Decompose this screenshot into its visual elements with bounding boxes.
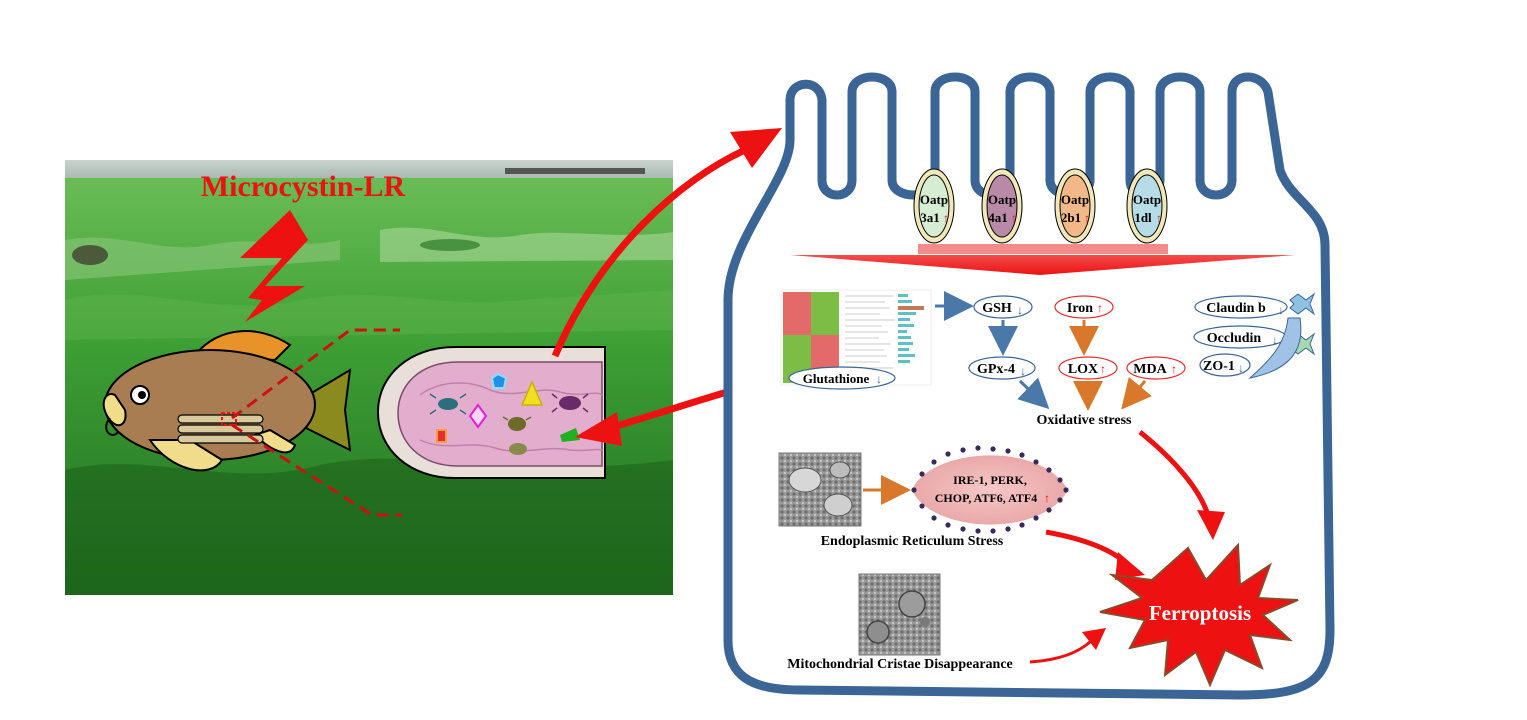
oatp-transporters: Oatp 3a1 ↑ Oatp 4a1 ↑ Oatp 2b1 ↑ Oatp 1d…	[913, 168, 1168, 244]
up-arrow: ↑	[1100, 362, 1106, 376]
gut-microbe	[490, 372, 508, 389]
fish-mouth	[102, 393, 127, 427]
flow-arrow	[1017, 377, 1050, 410]
er-tem-micrograph	[778, 452, 862, 527]
uptake-arrow-head	[730, 128, 782, 168]
gut-microbe	[436, 429, 447, 443]
oxidative-stress-label: Oxidative stress	[1036, 413, 1132, 428]
gut-microbe	[429, 393, 467, 415]
oatp-label: 2b1	[1061, 210, 1081, 225]
claudin-label: Claudin b	[1206, 301, 1266, 316]
up-arrow: ↑	[1171, 362, 1177, 376]
tight-junction-icon	[1248, 292, 1316, 379]
oxidative-to-ferroptosis-arrow	[1138, 430, 1211, 516]
mda-label: MDA	[1133, 362, 1167, 377]
up-arrow: ↑	[1011, 211, 1017, 225]
arrow-head	[1197, 510, 1225, 540]
oatp-label: Oatp	[1061, 192, 1089, 207]
intestine-section	[376, 346, 606, 479]
oatp2b1-transporter: Oatp 2b1 ↑	[1054, 168, 1096, 244]
down-arrow: ↓	[1272, 333, 1278, 347]
arrow-head	[1115, 552, 1145, 580]
mucosa-fold	[419, 382, 603, 396]
gsh-oval	[973, 295, 1033, 319]
intestine-lumen	[397, 361, 603, 467]
tight-junctions: Claudin b ↓ Occludin ↓ ZO-1 ↓	[1193, 292, 1316, 379]
er-markers-line2: CHOP, ATF6, ATF4	[935, 491, 1037, 505]
arrow-head	[1082, 628, 1106, 650]
glutathione-label: Glutathione	[803, 371, 870, 386]
zo1-label: ZO-1	[1203, 359, 1235, 374]
ferroptosis-label: Ferroptosis	[1149, 601, 1251, 625]
zo1-oval	[1199, 353, 1251, 377]
gut-microbe	[509, 443, 527, 455]
gut-microbe	[502, 416, 532, 431]
lox-oval	[1058, 356, 1118, 380]
intestine-zoom-box	[221, 412, 237, 426]
gpx4-label: GPx-4	[977, 362, 1015, 377]
oatp-label: Oatp	[1133, 192, 1161, 207]
up-arrow: ↑	[943, 211, 949, 225]
gut-microbe	[468, 403, 488, 429]
mito-to-ferroptosis-arrow	[1029, 638, 1094, 664]
oatp-label: 3a1	[920, 210, 940, 225]
oatp3a1-transporter: Oatp 3a1 ↑	[913, 168, 955, 244]
rock	[72, 245, 108, 265]
zoom-line-top	[231, 328, 400, 420]
down-arrow: ↓	[1020, 364, 1026, 378]
toxin-influx-funnel	[790, 244, 1295, 275]
oatp1dl-transporter: Oatp 1dl ↑	[1126, 168, 1168, 244]
mitochondria-tem-micrograph	[858, 573, 941, 656]
distant-pier	[505, 168, 645, 174]
mda-oval	[1126, 356, 1186, 380]
gpx4-oval	[968, 356, 1036, 380]
up-arrow: ↑	[1044, 491, 1050, 505]
pelvic-fin	[148, 439, 224, 472]
ferroptosis-starburst: Ferroptosis	[1099, 542, 1299, 688]
flow-arrow	[1121, 376, 1152, 410]
occludin-label: Occludin	[1207, 331, 1262, 346]
oatp4a1-transporter: Oatp 4a1 ↑	[981, 168, 1023, 244]
lox-label: LOX	[1068, 362, 1098, 377]
feedback-arrow-head	[575, 412, 622, 446]
down-arrow: ↓	[1238, 361, 1244, 375]
wave-band	[380, 227, 673, 262]
oatp-label: Oatp	[988, 192, 1016, 207]
up-arrow: ↑	[1097, 301, 1103, 315]
oatp-label: Oatp	[920, 192, 948, 207]
algae-patch	[420, 239, 480, 251]
claudin-oval	[1194, 295, 1288, 319]
gsh-label: GSH	[982, 301, 1012, 316]
glutathione-oval	[788, 366, 896, 390]
algae-band	[65, 290, 673, 340]
up-arrow: ↑	[1084, 211, 1090, 225]
oatp-label: 1dl	[1134, 210, 1152, 225]
gut-microbe	[551, 393, 589, 413]
gut-microbe	[520, 380, 544, 406]
up-arrow: ↑	[1156, 211, 1162, 225]
fish-pupil	[138, 391, 146, 399]
lightning-bolt-icon	[240, 210, 308, 322]
fish-intestine	[177, 414, 264, 444]
iron-label: Iron	[1067, 301, 1093, 316]
iron-oval	[1054, 295, 1114, 319]
er-markers-line1: IRE-1, PERK,	[953, 473, 1027, 487]
uptake-arrow	[551, 146, 747, 358]
er-stress-caption: Endoplasmic Reticulum Stress	[821, 534, 1004, 549]
toxin-label: Microcystin-LR	[201, 170, 406, 203]
er-stress-organelle: IRE-1, PERK, CHOP, ATF6, ATF4 ↑	[911, 445, 1069, 534]
gut-microbe	[560, 428, 580, 442]
dark-algae-band	[65, 458, 673, 595]
down-arrow: ↓	[876, 372, 882, 386]
ribosome-dots	[911, 445, 1069, 534]
mito-caption: Mitochondrial Cristae Disappearance	[787, 657, 1013, 672]
barbel	[105, 417, 119, 436]
down-arrow: ↓	[1278, 303, 1284, 317]
down-arrow: ↓	[1017, 303, 1023, 317]
oatp-label: 4a1	[988, 210, 1008, 225]
